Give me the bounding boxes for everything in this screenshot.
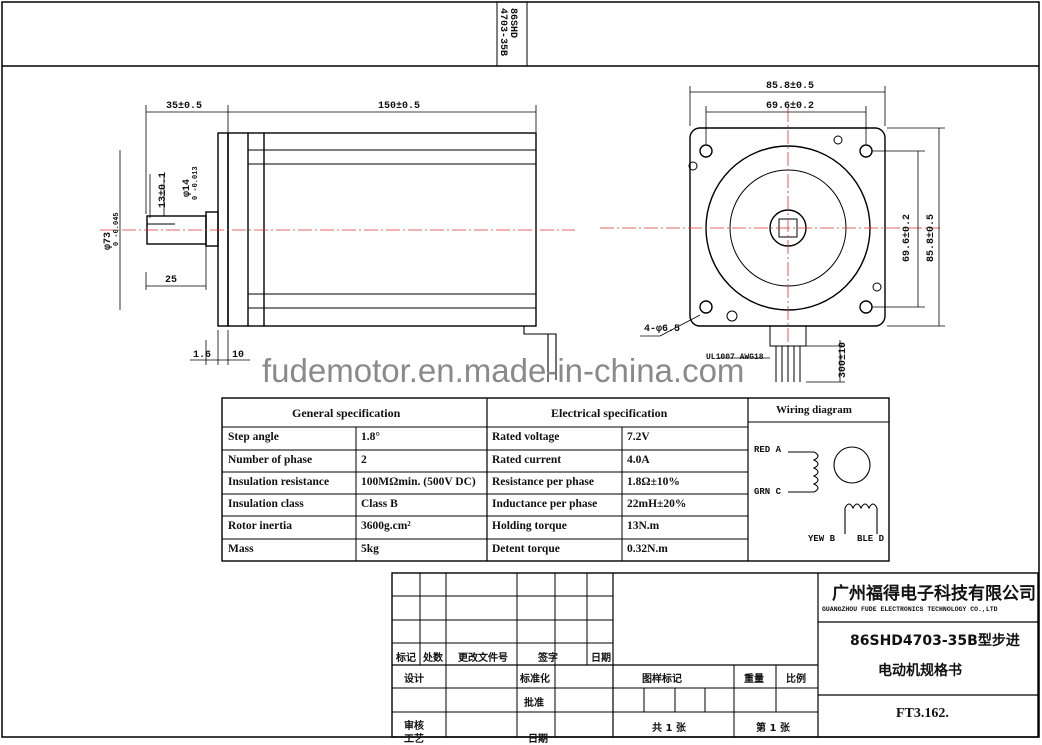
electrical-label: Detent torque [492,543,560,555]
spec-table-grid [221,397,890,562]
header-model-bottom: 4703-35B [497,8,508,57]
rev-header-doc: 更改文件号 [458,653,508,664]
wire-yew-b: YEW B [808,534,836,544]
electrical-label: Resistance per phase [492,476,595,488]
electrical-value: 4.0A [627,454,650,466]
dim-flat-length: 25 [165,275,178,286]
wire-red-a: RED A [754,445,782,455]
rev-header-count: 处数 [423,653,443,664]
general-label: Number of phase [228,454,313,466]
dim-shaft-tolerance: 0 -0.013 [192,166,200,200]
side-view [100,132,575,382]
dim-body-length: 150±0.5 [378,101,421,112]
general-value: 5kg [361,543,379,555]
general-value: 3600g.cm² [361,520,411,532]
general-label: Rotor inertia [228,520,292,532]
front-view-dimensions [640,86,945,383]
wire-ble-d: BLE D [857,534,885,544]
general-value: 1.8° [361,431,380,443]
stage-mark: 图样标记 [642,674,682,685]
general-label: Mass [228,543,254,555]
general-label: Insulation class [228,498,304,510]
electrical-value: 13N.m [627,520,660,532]
rev-header-sign: 签字 [538,653,558,664]
dim-pilot-height: 1.6 [193,350,212,361]
row-review: 审核 [404,721,424,732]
general-label: Insulation resistance [228,476,330,488]
dim-outer-width: 85.8±0.5 [766,81,815,92]
electrical-value: 1.8Ω±10% [627,476,680,488]
scale-label: 比例 [786,674,806,685]
company-name-cn: 广州福得电子科技有限公司 [832,584,1036,604]
weight-label: 重量 [744,674,764,685]
side-view-dimensions [119,105,537,365]
dim-hole-spacing: 69.6±0.2 [766,101,815,112]
total-sheets: 共 1 张 [652,723,686,734]
dim-pilot-tolerance: 0 -0.045 [113,212,121,246]
product-title-line1: 86SHD4703-35B型步进 [850,633,1020,649]
product-title-line2: 电动机规格书 [878,663,962,679]
wiring-diagram [788,446,878,534]
row-approve: 批准 [524,698,544,709]
electrical-value: 22mH±20% [627,498,687,510]
general-spec-header: General specification [292,406,401,420]
watermark: fudemotor.en.made-in-china.com [262,352,745,389]
title-block-grid [391,572,1039,738]
wiring-diagram-header: Wiring diagram [776,404,852,416]
row-date: 日期 [528,734,548,745]
dim-lead-length: 300±10 [838,341,849,378]
dim-flange-thickness: 10 [232,350,245,361]
dim-mount-holes: 4-φ6.5 [644,324,681,335]
dim-outer-height: 85.8±0.5 [926,213,937,262]
general-value: 2 [361,454,367,466]
dim-flat-height: 13±0.1 [158,171,169,208]
rev-header-date: 日期 [591,653,611,664]
row-process: 工艺 [404,734,424,745]
electrical-spec-header: Electrical specification [551,406,668,420]
sheet-number: 第 1 张 [756,723,790,734]
general-value: 100MΩmin. (500V DC) [361,476,476,488]
drawing-number: FT3.162. [896,706,949,721]
row-design: 设计 [404,674,424,685]
front-view [600,108,940,382]
general-label: Step angle [228,431,279,443]
rev-header-mark: 标记 [396,653,416,664]
electrical-label: Inductance per phase [492,498,598,510]
wire-grn-c: GRN C [754,487,782,497]
header-model-top: 86SHD [507,8,518,39]
lead-wire-spec: UL1007 AWG18 [706,353,764,362]
electrical-label: Rated current [492,454,562,466]
dim-hole-spacing-vertical: 69.6±0.2 [902,213,913,262]
dim-shaft-length: 35±0.5 [166,101,203,112]
electrical-label: Holding torque [492,520,567,532]
electrical-value: 7.2V [627,431,650,443]
row-standardization: 标准化 [520,674,550,685]
company-name-en: GUANGZHOU FUDE ELECTRONICS TECHNOLOGY CO… [822,606,998,613]
general-value: Class B [361,498,398,510]
electrical-label: Rated voltage [492,431,560,443]
electrical-value: 0.32N.m [627,543,668,555]
